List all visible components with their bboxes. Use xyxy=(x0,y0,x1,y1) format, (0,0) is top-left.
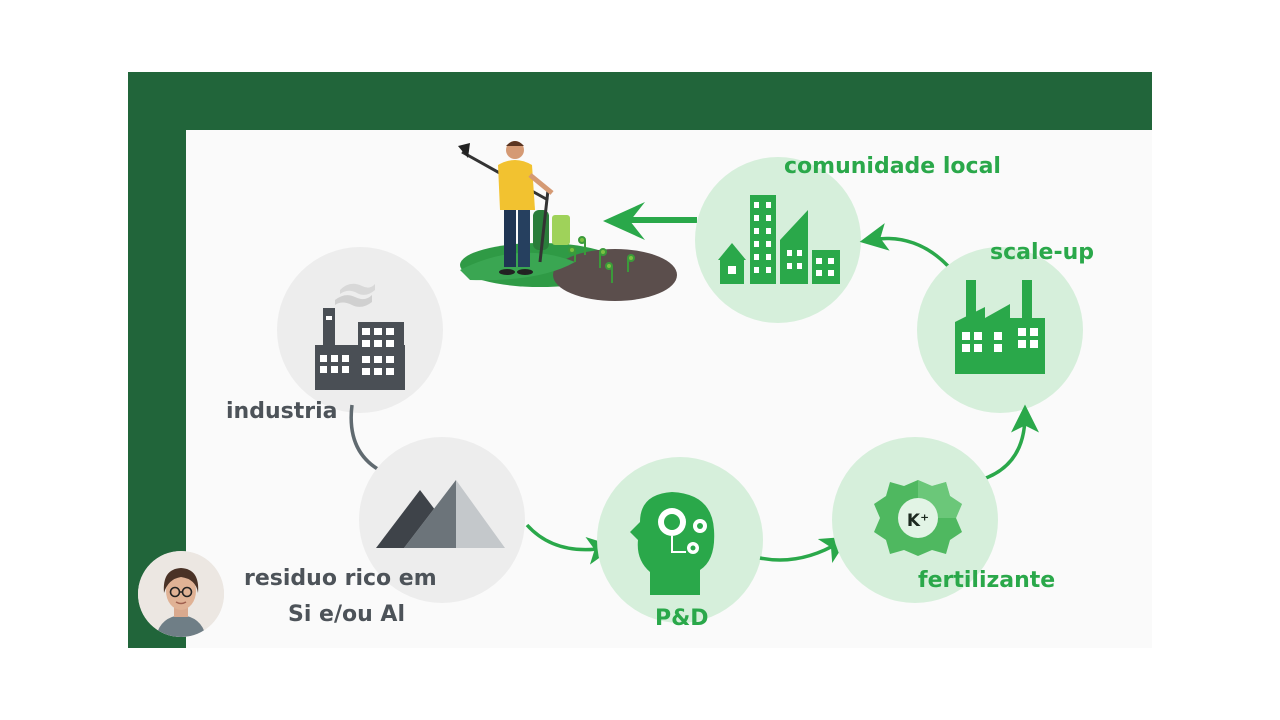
green-factory-icon xyxy=(955,280,1045,374)
label-industria: industria xyxy=(226,399,338,424)
arrow-to-farmer xyxy=(603,202,697,240)
label-residuo-line2: Si e/ou Al xyxy=(288,602,406,627)
city-buildings-icon xyxy=(718,195,840,284)
brain-gears-icon xyxy=(630,492,715,595)
node-scale-up xyxy=(917,247,1083,413)
label-pd: P&D xyxy=(655,606,709,631)
slide-frame-top xyxy=(128,72,1152,130)
gear-k-icon: K⁺ xyxy=(874,480,962,556)
arrow-pd-to-fertilizante xyxy=(759,536,850,564)
node-residuo xyxy=(359,437,525,603)
node-fertilizante: K⁺ xyxy=(832,437,998,603)
node-industria xyxy=(277,247,443,413)
node-pd xyxy=(597,457,763,623)
label-comunidade-local: comunidade local xyxy=(784,154,1001,179)
fertilizante-badge: K⁺ xyxy=(907,511,929,531)
arrow-scaleup-to-comunidade xyxy=(859,223,950,268)
label-scale-up: scale-up xyxy=(990,240,1094,265)
arrow-residuo-to-pd xyxy=(525,523,616,565)
mountains-icon xyxy=(376,480,505,548)
label-residuo-line1: residuo rico em xyxy=(244,566,437,591)
node-comunidade-local xyxy=(695,157,861,323)
gray-factory-icon xyxy=(315,283,405,390)
label-fertilizante: fertilizante xyxy=(918,568,1056,593)
presenter-avatar-icon xyxy=(138,551,224,637)
presenter-webcam xyxy=(138,551,224,637)
farmer-planting-icon xyxy=(458,141,677,301)
